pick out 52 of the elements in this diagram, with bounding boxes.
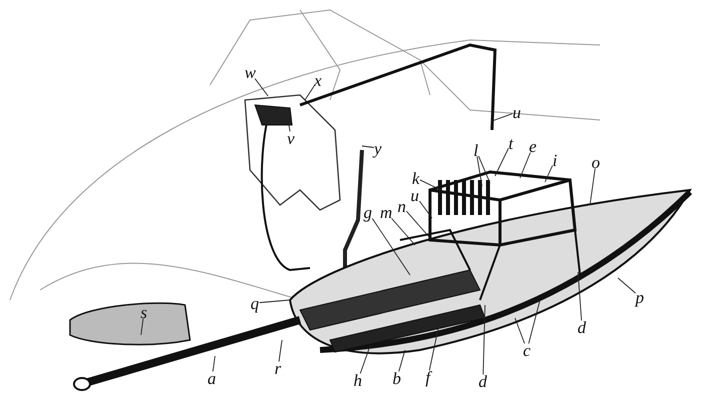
callout-letter: u — [410, 186, 419, 204]
callout-letter: t — [508, 134, 514, 152]
leader-line — [398, 350, 406, 372]
callout-letter: x — [314, 72, 322, 88]
leader-line — [544, 165, 553, 182]
leader-line — [494, 148, 509, 176]
callout-letter: q — [250, 294, 259, 312]
callout-letter: m — [380, 204, 392, 220]
callout-letter: c — [523, 342, 531, 358]
leader-line — [278, 340, 282, 362]
callout-letter: k — [412, 170, 420, 186]
callout-letter: p — [636, 288, 644, 306]
leader-line — [419, 200, 432, 218]
callout-letter: b — [392, 370, 401, 386]
callout-letter: n — [398, 198, 406, 214]
leader-line — [372, 218, 410, 276]
leader-line — [482, 304, 486, 375]
leader-line — [520, 152, 531, 178]
callout-letter: o — [592, 154, 600, 170]
leader-line — [259, 300, 290, 304]
callout-letter: g — [364, 204, 372, 220]
callout-letter: f — [426, 368, 430, 386]
callout-letter: s — [140, 304, 148, 320]
callout-letter: d — [478, 372, 487, 390]
leader-line — [420, 179, 446, 192]
leader-line — [618, 278, 636, 294]
callout-letter: r — [274, 360, 282, 376]
leader-line — [578, 272, 582, 321]
callout-letter: d — [578, 318, 586, 336]
leader-line — [476, 156, 482, 186]
callout-letter: y — [374, 140, 382, 156]
leader-line — [362, 146, 374, 148]
leader-line — [360, 346, 370, 374]
leader-line — [254, 78, 268, 96]
leader-line — [140, 318, 144, 336]
leader-line — [514, 318, 526, 344]
callout-letter: h — [354, 372, 362, 388]
callout-letter: w — [244, 64, 256, 80]
leader-line — [391, 218, 416, 246]
leader-line — [478, 155, 490, 184]
leader-line — [406, 210, 430, 238]
leader-line — [590, 168, 596, 206]
callout-letter: u — [512, 104, 521, 120]
leader-line — [492, 113, 513, 122]
callout-letter: i — [552, 152, 558, 168]
leader-line — [212, 356, 216, 372]
callout-letter: a — [208, 370, 216, 386]
callout-letter: v — [287, 130, 295, 146]
callout-letter: l — [474, 142, 478, 158]
callout-letter: e — [529, 138, 537, 154]
leader-line — [528, 300, 540, 344]
leader-line — [304, 86, 314, 100]
